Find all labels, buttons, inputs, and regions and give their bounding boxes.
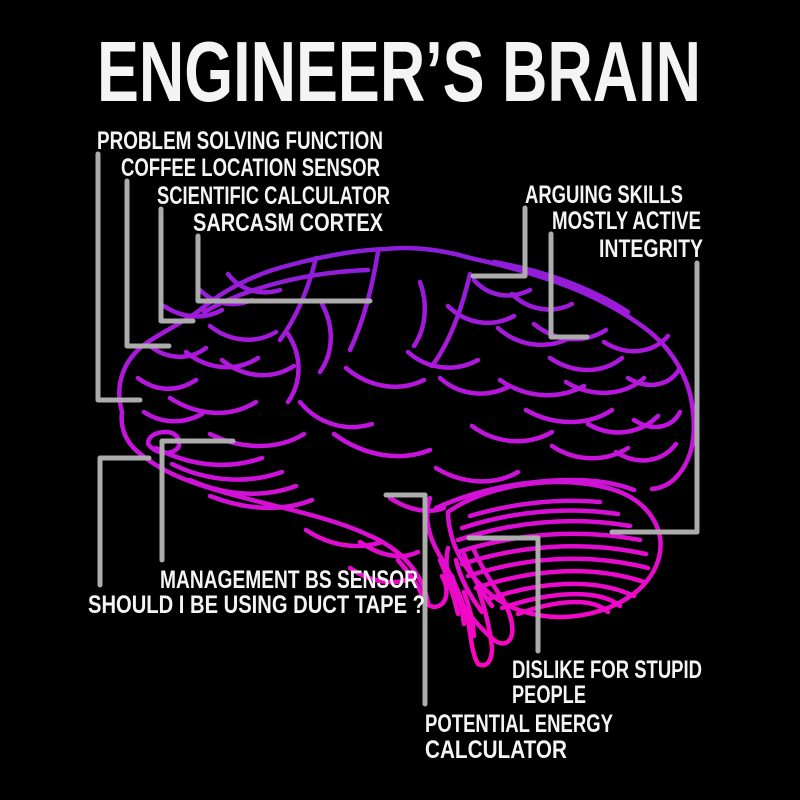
gyrus: [183, 349, 261, 370]
leader-line-mostly-active: [548, 231, 590, 340]
gyrus: [445, 303, 517, 325]
gyrus: [433, 465, 521, 484]
gyrus: [437, 375, 513, 396]
cerebellum-boundary: [433, 477, 637, 511]
gyrus: [207, 431, 307, 449]
gyrus: [547, 355, 625, 373]
cerebellum-stria-1: [467, 498, 603, 519]
gyrus: [471, 277, 533, 298]
gyrus: [495, 325, 573, 348]
gyrus: [141, 409, 205, 424]
label-potential-line2: CALCULATOR: [425, 736, 567, 764]
gyrus: [491, 259, 631, 315]
cerebellum-stria-6: [465, 556, 651, 579]
leader-line-scientific: [158, 206, 196, 324]
gyrus: [207, 323, 279, 342]
label-scientific: SCIENTIFIC CALCULATOR: [157, 182, 390, 210]
leader-line-duct-tape: [97, 455, 152, 588]
leader-line-management: [159, 438, 236, 563]
cerebellum-stria-10: [515, 599, 611, 617]
leader-line-potential: [383, 492, 428, 707]
page-title: ENGINEER’S BRAIN: [97, 25, 701, 120]
gyrus: [469, 423, 555, 444]
text-layer: ENGINEER’S BRAIN PROBLEM SOLVING FUNCTIO…: [88, 25, 703, 764]
gyrus: [585, 413, 661, 435]
leader-lines: [95, 151, 700, 707]
gyrus: [161, 303, 225, 319]
gyrus: [285, 331, 301, 405]
label-dislike-line1: DISLIKE FOR STUPID: [512, 656, 702, 684]
gyrus: [219, 357, 297, 378]
gyrus: [167, 395, 259, 415]
cerebellum-lobe-line-3: [471, 547, 505, 601]
gyrus: [303, 527, 385, 549]
gyrus: [297, 399, 375, 430]
gyrus: [169, 461, 285, 482]
gyrus: [343, 365, 427, 389]
cerebellum-stria-2: [459, 508, 621, 531]
gyrus: [207, 493, 315, 511]
gyrus: [523, 407, 615, 425]
label-dislike-line2: PEOPLE: [512, 681, 586, 709]
leader-line-problem-solving: [95, 151, 143, 403]
leader-line-coffee: [124, 178, 172, 349]
gyrus: [549, 443, 631, 461]
gyrus: [135, 375, 199, 391]
label-duct-tape: SHOULD I BE USING DUCT TAPE ?: [88, 591, 425, 619]
label-integrity: INTEGRITY: [599, 235, 703, 263]
gyrus: [497, 377, 587, 398]
label-problem-solving: PROBLEM SOLVING FUNCTION: [97, 127, 383, 155]
gyrus: [613, 441, 679, 463]
gyrus: [147, 343, 209, 359]
gyrus: [411, 279, 427, 349]
gyrus: [347, 565, 415, 585]
gyrus: [429, 271, 473, 369]
label-arguing: ARGUING SKILLS: [525, 181, 683, 209]
gyrus: [331, 431, 433, 459]
leader-line-sarcasm: [195, 233, 373, 304]
brain-illustration: [117, 245, 697, 668]
label-mostly-active: MOSTLY ACTIVE: [552, 207, 701, 235]
cerebellum-stria-9: [499, 591, 623, 611]
gyrus: [631, 409, 683, 430]
leader-line-arguing: [470, 205, 528, 279]
label-management: MANAGEMENT BS SENSOR: [160, 566, 418, 594]
gyrus: [387, 495, 447, 513]
cerebellum-stria-8: [485, 581, 637, 602]
label-sarcasm: SARCASM CORTEX: [193, 209, 383, 237]
gyrus: [625, 365, 683, 387]
label-potential-line1: POTENTIAL ENERGY: [425, 710, 613, 738]
gyrus: [405, 349, 481, 370]
leader-line-dislike: [466, 535, 541, 654]
gyrus: [601, 333, 671, 354]
cerebellum-stria-5: [459, 544, 649, 567]
gyrus: [187, 477, 299, 496]
cerebellum-stria-7: [473, 568, 647, 591]
cerebellum-lobe-line-2: [461, 551, 495, 609]
cerebellum-lobe-line-1: [453, 557, 485, 615]
cerebellum-lobe-outline: [444, 545, 515, 646]
gyrus: [509, 291, 575, 312]
label-coffee: COFFEE LOCATION SENSOR: [121, 154, 380, 182]
cerebellum-stria-4: [455, 531, 643, 555]
gyrus: [317, 301, 333, 375]
cerebellum-stria-3: [455, 518, 633, 543]
brain-stem-right: [475, 585, 495, 668]
leader-line-integrity: [609, 260, 700, 535]
